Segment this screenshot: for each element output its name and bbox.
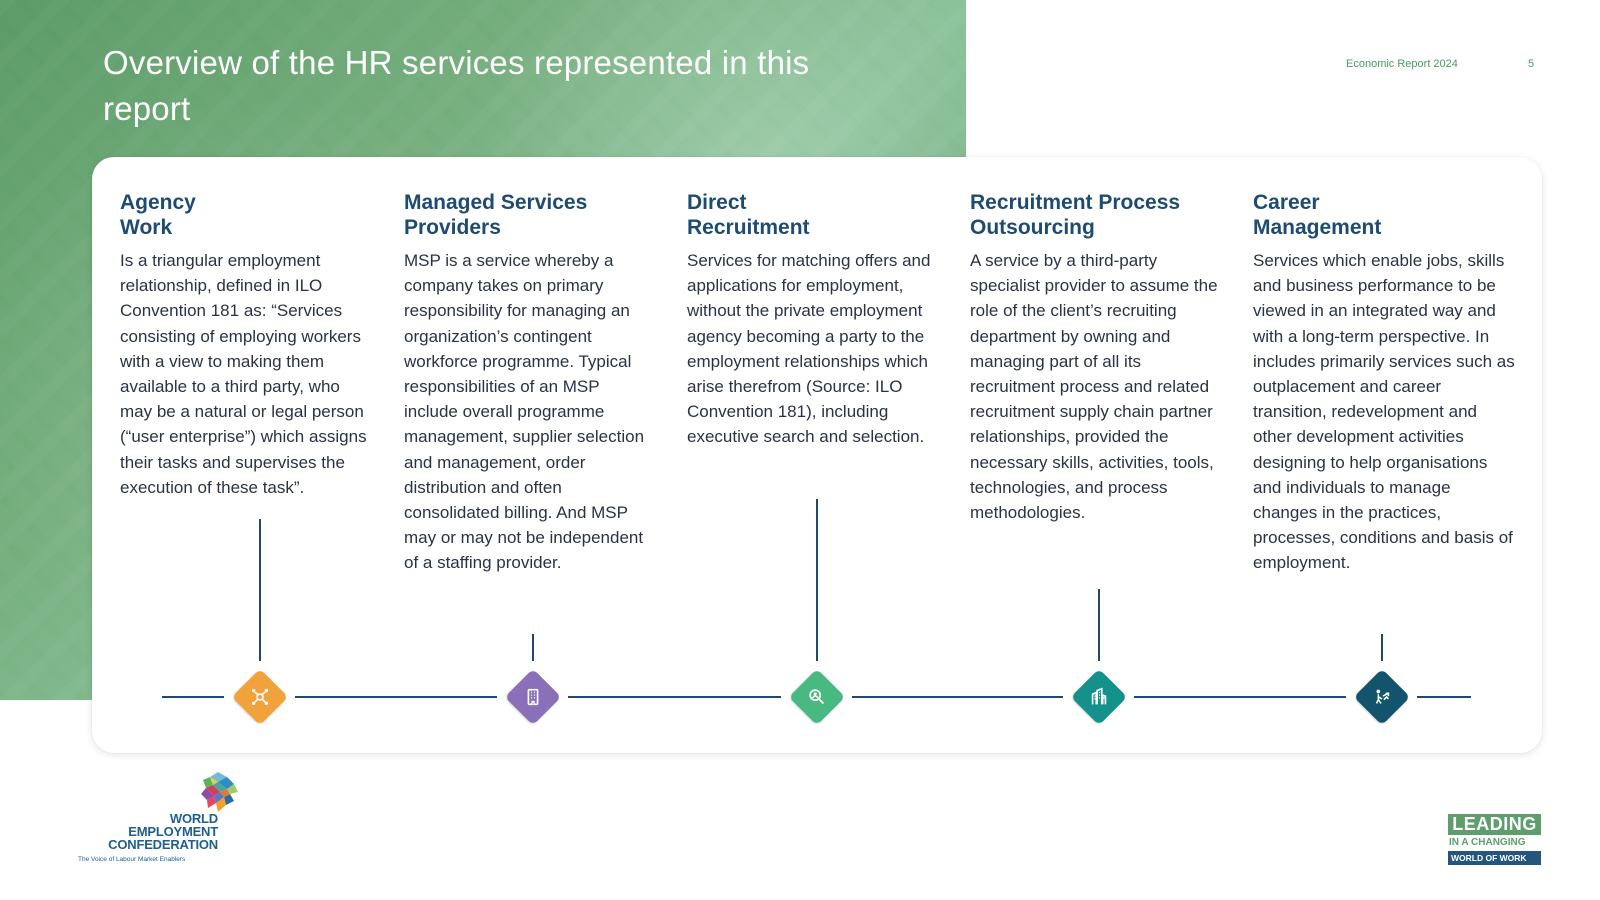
leading-logo-line-3: WORLD OF WORK [1448, 851, 1541, 865]
wec-line-2: EMPLOYMENT [128, 824, 218, 839]
wec-wordmark: WORLD EMPLOYMENT CONFEDERATION [78, 812, 218, 851]
career-management-marker [1353, 668, 1411, 726]
connector-recruitment-process-outsourcing [1098, 589, 1100, 661]
timeline-segment [1417, 696, 1471, 698]
service-managed-services-providers: Managed Services Providers MSP is a serv… [404, 190, 656, 576]
service-recruitment-process-outsourcing: Recruitment Process Outsourcing A servic… [970, 190, 1228, 525]
service-title: Direct Recruitment [687, 191, 810, 239]
recruitment-process-outsourcing-marker [1070, 668, 1128, 726]
managed-services-providers-marker [504, 668, 562, 726]
service-title: Recruitment Process Outsourcing [970, 191, 1181, 239]
connector-direct-recruitment [816, 499, 818, 661]
wec-tagline: The Voice of Labour Market Enablers [78, 856, 186, 863]
connector-agency-work [259, 519, 261, 661]
service-description: MSP is a service whereby a company takes… [404, 251, 645, 573]
report-label: Economic Report 2024 [1346, 58, 1458, 70]
wec-line-3: CONFEDERATION [108, 837, 218, 852]
timeline-segment [162, 696, 224, 698]
page-title: Overview of the HR services represented … [103, 44, 810, 127]
leading-logo-line-2: IN A CHANGING [1449, 837, 1526, 848]
timeline-segment [852, 696, 1063, 698]
service-description: Services for matching offers and applica… [687, 251, 931, 447]
service-description: A service by a third-party specialist pr… [970, 251, 1218, 523]
direct-recruitment-marker [788, 668, 846, 726]
leading-in-a-changing-world-of-work-logo: LEADING IN A CHANGING WORLD OF WORK [1448, 814, 1541, 868]
service-title: Managed Services Providers [404, 191, 588, 239]
page-number: 5 [1528, 58, 1535, 70]
service-agency-work: Agency Work Is a triangular employment r… [120, 190, 370, 500]
wec-globe-icon [198, 772, 238, 812]
services-card: Agency Work Is a triangular employment r… [92, 157, 1542, 753]
wec-line-1: WORLD [169, 811, 218, 826]
service-title: Career Management [1253, 191, 1382, 239]
service-description: Services which enable jobs, skills and b… [1253, 251, 1515, 573]
timeline-segment [1134, 696, 1346, 698]
service-title: Agency Work [120, 191, 196, 239]
agency-work-marker [231, 668, 289, 726]
timeline-segment [295, 696, 497, 698]
service-direct-recruitment: Direct Recruitment Services for matching… [687, 190, 945, 450]
service-career-management: Career Management Services which enable … [1253, 190, 1515, 576]
service-description: Is a triangular employment relationship,… [120, 251, 367, 497]
timeline-segment [568, 696, 781, 698]
leading-logo-line-1: LEADING [1448, 814, 1541, 835]
world-employment-confederation-logo: WORLD EMPLOYMENT CONFEDERATION The Voice… [78, 770, 248, 866]
connector-career-management [1381, 634, 1383, 661]
connector-managed-services-providers [532, 634, 534, 661]
